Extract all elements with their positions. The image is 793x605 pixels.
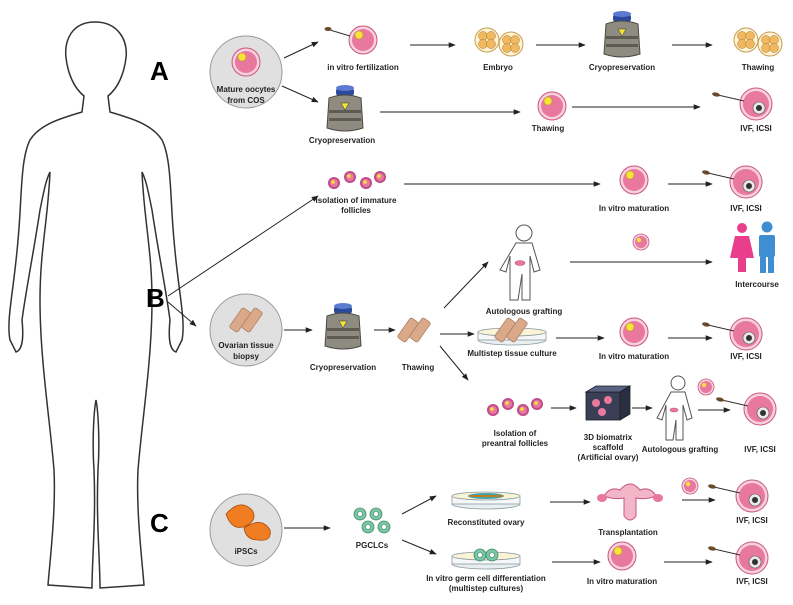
cryo-dewar-icon [603, 10, 641, 58]
source-ipscs: iPSCs [209, 493, 283, 567]
ivf-icsi-icon [701, 165, 763, 199]
ivf-icsi-icon [715, 392, 777, 426]
cryo-label-1: Cryopreservation [589, 63, 655, 72]
ivf-label: in vitro fertilization [327, 63, 399, 72]
ivm-label-3: In vitro maturation [587, 577, 657, 586]
thawing-label-2: Thawing [532, 124, 565, 133]
biomatrix-scaffold-icon [584, 385, 632, 421]
oocytes-label-2: from COS [227, 96, 265, 105]
immature-label-2: follicles [341, 206, 371, 215]
immature-label-1: Isolation of immature [316, 196, 397, 205]
thawing-label-1: Thawing [742, 63, 775, 72]
uterus-icon [597, 483, 663, 521]
graft-silhouette-icon [499, 224, 541, 301]
arrow [401, 495, 437, 515]
cryo-dewar-icon [324, 302, 362, 350]
ivf-icsi-icon [707, 479, 769, 513]
arrow [401, 539, 437, 555]
ivf-icsi-icon [711, 87, 773, 121]
pgclcs-icon [353, 507, 391, 534]
thawed-oocyte-icon [537, 91, 567, 121]
cryo-dewar-icon [326, 84, 364, 132]
cryo-label-3: Cryopreservation [310, 363, 376, 372]
ivf-icsi-label-4: IVF, ICSI [744, 445, 776, 454]
reconstituted-label: Reconstituted ovary [448, 518, 525, 527]
matured-oocyte-icon [619, 317, 649, 347]
auto-graft-label-1: Autologous grafting [486, 307, 563, 316]
cryo-label-2: Cryopreservation [309, 136, 375, 145]
arrow [167, 195, 319, 297]
thawed-embryo-icon [733, 27, 783, 57]
small-oocyte-icon [681, 477, 699, 495]
section-label-c: C [150, 508, 169, 538]
couple-icon [730, 221, 775, 273]
biopsy-label-2: biopsy [233, 352, 259, 361]
ivf-icsi-label-2: IVF, ICSI [730, 204, 762, 213]
embryo-icon [474, 27, 524, 57]
ivf-icsi-icon [707, 541, 769, 575]
biopsy-label-1: Ovarian tissue [218, 341, 274, 350]
arrow [283, 41, 319, 59]
scaffold-label-3: (Artificial ovary) [578, 453, 639, 462]
embryo-label: Embryo [483, 63, 513, 72]
human-silhouette [8, 21, 184, 589]
arrow [443, 261, 489, 309]
preantral-follicles-icon [487, 398, 543, 416]
intercourse-label: Intercourse [735, 280, 779, 289]
ivf-icsi-label-6: IVF, ICSI [736, 577, 768, 586]
scaffold-label-2: scaffold [593, 443, 624, 452]
oocytes-label-1: Mature oocytes [217, 85, 276, 94]
germcell-label-2: (multistep cultures) [449, 584, 524, 593]
transplantation-label: Transplantation [598, 528, 658, 537]
ivm-label-1: In vitro maturation [599, 204, 669, 213]
small-oocyte-icon [697, 378, 715, 396]
arrow [281, 85, 319, 103]
ivf-icsi-label-5: IVF, ICSI [736, 516, 768, 525]
source-ovarian-biopsy: Ovarian tissue biopsy [209, 293, 283, 367]
auto-graft-label-2: Autologous grafting [642, 445, 719, 454]
thawed-tissue-icon [396, 316, 432, 344]
arrow [167, 301, 197, 327]
scaffold-label-1: 3D biomatrix [584, 433, 633, 442]
matured-oocyte-icon [607, 541, 637, 571]
germcell-label-1: In vitro germ cell differentiation [426, 574, 546, 583]
section-label-b: B [146, 283, 165, 313]
preantral-label-1: Isolation of [494, 429, 537, 438]
arrow [439, 345, 469, 381]
source-mature-oocytes: Mature oocytes from COS [209, 35, 283, 109]
ivf-oocyte-icon [324, 25, 378, 55]
multistep-label: Multistep tissue culture [467, 349, 557, 358]
thawing-label-3: Thawing [402, 363, 435, 372]
graft-silhouette-icon [656, 375, 693, 441]
ovary-cells-icon [468, 493, 504, 499]
pgclcs-label: PGCLCs [356, 541, 389, 550]
ipscs-label: iPSCs [234, 547, 258, 556]
small-oocyte-icon [632, 233, 650, 251]
immature-follicles-icon [328, 171, 386, 189]
section-label-a: A [150, 56, 169, 86]
ivf-icsi-label-1: IVF, ICSI [740, 124, 772, 133]
ivm-label-2: In vitro maturation [599, 352, 669, 361]
ivf-icsi-label-3: IVF, ICSI [730, 352, 762, 361]
matured-oocyte-icon [619, 165, 649, 195]
ivf-icsi-icon [701, 317, 763, 351]
preantral-label-2: preantral follicles [482, 439, 549, 448]
